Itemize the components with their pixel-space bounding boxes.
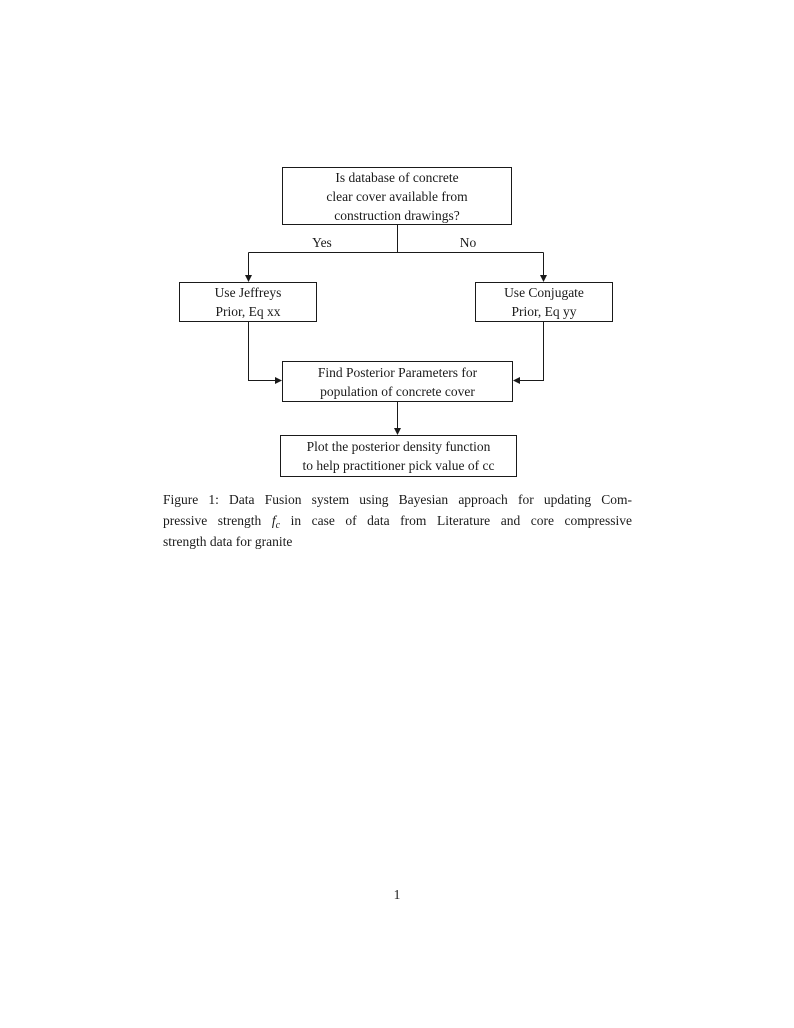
edge-label-yes: Yes (312, 235, 332, 250)
flowchart-node-decision: Is database of concrete clear cover avai… (282, 167, 512, 225)
plot-text-line1: Plot the posterior density function (306, 439, 491, 454)
arrowhead-posterior (394, 428, 401, 435)
posterior-text-line1: Find Posterior Parameters for (317, 364, 478, 380)
flowchart-node-find-posterior: Find Posterior Parameters for population… (282, 361, 513, 402)
caption-line-3: strength data for granite (163, 534, 293, 549)
arrowhead-jeffreys (275, 377, 282, 384)
arrowhead-no (540, 275, 547, 282)
connector-jeffreys-elbow (248, 322, 276, 381)
plot-text-line2: to help practitioner pick value of cc (302, 458, 495, 473)
math-fc-subscript: c (275, 520, 281, 531)
arrowhead-yes (245, 275, 252, 282)
conjugate-text-line2: Prior, Eq yy (511, 304, 577, 319)
conjugate-text-line1: Use Conjugate (504, 285, 584, 300)
flowchart-node-conjugate-prior: Use Conjugate Prior, Eq yy (475, 282, 613, 322)
flowchart-node-jeffreys-prior: Use Jeffreys Prior, Eq xx (179, 282, 317, 322)
flowchart-node-plot-density: Plot the posterior density function to h… (280, 435, 517, 477)
caption-line2-text-pre: pressive strength (163, 513, 272, 528)
posterior-text-line2: population of concrete cover (320, 383, 475, 399)
caption-line-2: pressive strength fc in case of data fro… (163, 510, 632, 531)
caption-line-1: Figure 1: Data Fusion system using Bayes… (163, 492, 632, 507)
math-fc-symbol: f (271, 513, 276, 528)
jeffreys-text-line2: Prior, Eq xx (215, 304, 281, 319)
caption-line2-text-post: in case of data from Literature and core… (280, 513, 632, 528)
jeffreys-text-line1: Use Jeffreys (214, 285, 282, 300)
connector-conjugate-elbow (519, 322, 544, 381)
page-number: 1 (393, 887, 401, 902)
figure-caption: Figure 1: Data Fusion system using Bayes… (163, 489, 632, 552)
edge-label-no: No (459, 235, 477, 250)
decision-text-line1: Is database of concrete (335, 169, 459, 185)
arrowhead-conjugate (513, 377, 520, 384)
decision-text-line3: construction drawings? (334, 207, 460, 223)
decision-text-line2: clear cover available from (326, 188, 468, 204)
